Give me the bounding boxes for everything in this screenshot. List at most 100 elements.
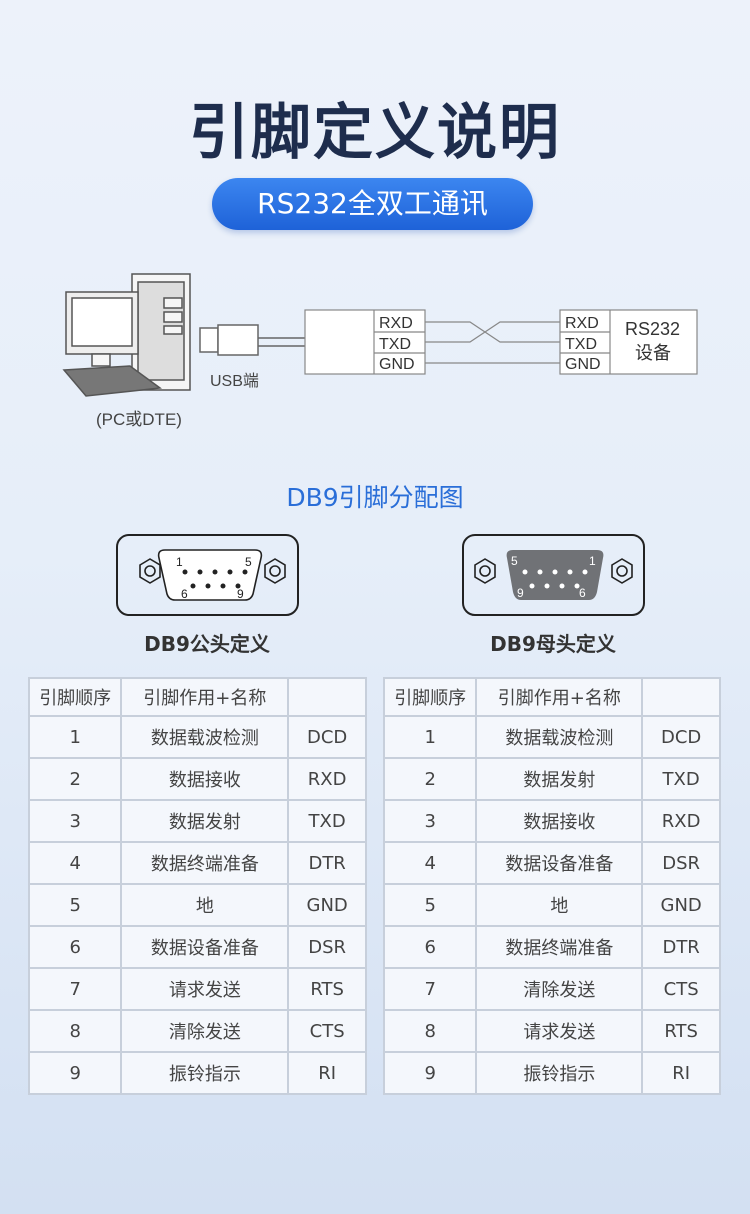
table-cell: 数据发射: [475, 757, 644, 801]
computer-icon: [62, 273, 191, 397]
table-cell: 振铃指示: [475, 1051, 644, 1095]
table-cell: 数据发射: [120, 799, 290, 843]
female-pin-9: 9: [517, 586, 524, 600]
table-cell: 2: [382, 757, 478, 801]
table-cell: TXD: [287, 799, 367, 843]
table-cell: DTR: [641, 925, 721, 969]
table-cell: 地: [120, 883, 290, 927]
table-cell: RI: [287, 1051, 367, 1095]
left-pin-gnd: GND: [379, 356, 415, 373]
table-cell: RTS: [287, 967, 367, 1011]
table-cell: 请求发送: [120, 967, 290, 1011]
table-cell: 数据载波检测: [120, 715, 290, 759]
table-cell: 1: [27, 715, 123, 759]
table-cell: 7: [27, 967, 123, 1011]
table-cell: 清除发送: [475, 967, 644, 1011]
device-label-2: 设备: [635, 343, 671, 363]
table-cell: 振铃指示: [120, 1051, 290, 1095]
subtitle-badge: RS232全双工通讯: [212, 178, 533, 230]
usb-label: USB端: [210, 372, 259, 390]
male-pin-1: 1: [176, 555, 183, 569]
table-cell: 2: [27, 757, 123, 801]
male-pin-6: 6: [181, 587, 188, 601]
table-cell: 3: [382, 799, 478, 843]
table-cell: DCD: [287, 715, 367, 759]
female-pin-6: 6: [579, 586, 586, 600]
db9-male-connector: 1 5 6 9: [116, 534, 299, 616]
table-cell: 数据设备准备: [475, 841, 644, 885]
table-cell: 5: [382, 883, 478, 927]
table-cell: RXD: [641, 799, 721, 843]
male-label: DB9公头定义: [144, 632, 270, 656]
table-cell: 8: [27, 1009, 123, 1053]
table-cell: 清除发送: [120, 1009, 290, 1053]
table-cell: CTS: [641, 967, 721, 1011]
table-header-cell: 引脚作用+名称: [120, 677, 290, 717]
right-pin-txd: TXD: [565, 336, 597, 353]
table-header-cell: [287, 677, 367, 717]
table-cell: RXD: [287, 757, 367, 801]
right-pin-rxd: RXD: [565, 315, 599, 332]
left-pin-txd: TXD: [379, 336, 411, 353]
table-cell: 3: [27, 799, 123, 843]
table-cell: TXD: [641, 757, 721, 801]
table-cell: 5: [27, 883, 123, 927]
table-header-cell: [641, 677, 721, 717]
wiring-diagram: USB端 (PC或DTE) RXD TXD GND RXD TXD GND RS…: [62, 273, 698, 429]
table-cell: 4: [27, 841, 123, 885]
table-header-cell: 引脚顺序: [27, 677, 123, 717]
female-label: DB9母头定义: [490, 632, 616, 656]
table-cell: 6: [27, 925, 123, 969]
table-cell: 数据终端准备: [120, 841, 290, 885]
table-cell: 数据接收: [475, 799, 644, 843]
table-cell: GND: [287, 883, 367, 927]
table-cell: 1: [382, 715, 478, 759]
table-cell: 数据接收: [120, 757, 290, 801]
table-cell: 数据终端准备: [475, 925, 644, 969]
male-pin-5: 5: [245, 555, 252, 569]
table-cell: CTS: [287, 1009, 367, 1053]
pc-label: (PC或DTE): [96, 410, 182, 429]
device-label-1: RS232: [625, 319, 680, 339]
table-cell: DSR: [641, 841, 721, 885]
table-cell: 数据载波检测: [475, 715, 644, 759]
table-cell: GND: [641, 883, 721, 927]
db9-heading: DB9引脚分配图: [286, 483, 464, 512]
table-cell: 地: [475, 883, 644, 927]
table-cell: RI: [641, 1051, 721, 1095]
table-cell: DCD: [641, 715, 721, 759]
table-cell: DSR: [287, 925, 367, 969]
male-pin-9: 9: [237, 587, 244, 601]
table-header-cell: 引脚作用+名称: [475, 677, 644, 717]
table-cell: 9: [27, 1051, 123, 1095]
page-title: 引脚定义说明: [189, 98, 561, 168]
table-cell: 8: [382, 1009, 478, 1053]
table-cell: 9: [382, 1051, 478, 1095]
right-pin-gnd: GND: [565, 356, 601, 373]
table-cell: 7: [382, 967, 478, 1011]
table-cell: 4: [382, 841, 478, 885]
usb-plug-icon: [199, 324, 305, 356]
db9-female-connector: 5 1 9 6: [462, 534, 645, 616]
table-header-row: 引脚顺序引脚作用+名称: [382, 677, 721, 717]
table-cell: 数据设备准备: [120, 925, 290, 969]
